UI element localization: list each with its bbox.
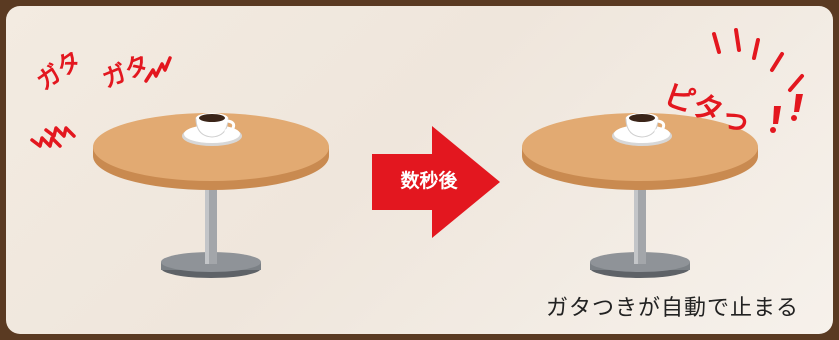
vibration-mark-icon — [30, 56, 172, 148]
illustration-panel: 数秒後 ガタ ガタ ピタっ ガタつきが自動で止まる — [6, 6, 833, 334]
arrow-label: 数秒後 — [400, 170, 458, 192]
left-coffee-cup-icon — [182, 113, 242, 146]
caption-text: ガタつきが自動で止まる — [545, 296, 799, 321]
right-coffee-cup-icon — [612, 113, 672, 146]
exclamation-icon — [770, 94, 803, 133]
impact-lines-icon — [712, 28, 804, 92]
illustration-scene — [30, 28, 804, 278]
left-table-icon — [93, 113, 329, 278]
right-arrow-icon — [372, 126, 500, 238]
right-table-icon — [522, 113, 758, 278]
